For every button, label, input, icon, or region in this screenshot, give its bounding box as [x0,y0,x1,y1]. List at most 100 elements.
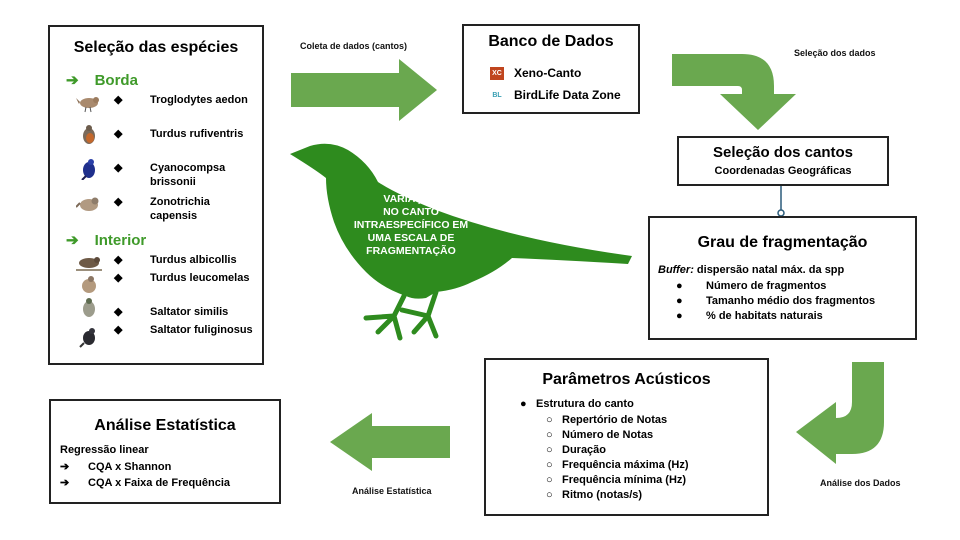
left-arrow-icon [330,413,450,471]
acoustic-sub-text: Frequência mínima (Hz) [562,474,687,486]
acoustic-parameters-box: Parâmetros Acústicos ●Estrutura do canto… [484,358,769,516]
bird-text-line: FRAGMENTAÇÃO [366,245,456,257]
diamond-bullet-icon: ◆ [114,196,123,208]
troglodytes-bird-icon [76,97,99,113]
green-arrow-icon: ➔ [66,72,79,89]
group-interior-label: Interior [94,232,147,249]
acoustic-sub-text: Duração [562,444,607,456]
bent-left-arrow-icon [796,362,884,464]
acoustic-sub-text: Ritmo (notas/s) [562,489,643,501]
fragmentation-item: ●Número de fragmentos [676,280,827,292]
fragmentation-item: ●Tamanho médio dos fragmentos [676,295,876,307]
zonotrichia-bird-icon [76,197,99,211]
bird-text-line: VARIAÇÃO [383,193,439,205]
acoustic-sub-item: ○Número de Notas [546,429,654,441]
species-name: Cyanocompsa brissonii [150,162,226,188]
fragmentation-item-text: % de habitats naturais [706,310,823,322]
species-box-title: Seleção das espécies [73,39,239,56]
analysis-stat-label: Análise Estatística [352,486,432,496]
turdus-leucomelas-bird-icon [82,276,96,293]
green-arrow-icon: ➔ [66,232,79,249]
bent-down-arrow-icon [672,54,796,130]
birdlife-label: BirdLife Data Zone [514,88,621,102]
statistics-item: ➔ CQA x Faixa de Frequência [60,476,230,489]
arrow-right-icon: ➔ [60,477,70,489]
species-item: ◆ Turdus albicollis [114,253,254,267]
collect-data-label: Coleta de dados (cantos) [300,41,408,51]
analysis-data-label: Análise dos Dados [820,478,901,488]
right-arrow-icon [291,59,437,121]
buffer-text: dispersão natal máx. da spp [693,264,845,276]
bird-text-line: NO CANTO [383,206,439,218]
species-item: ◆ Saltator similis [114,305,254,319]
connector-line [777,186,785,217]
acoustic-sub-item: ○Duração [546,444,607,456]
species-item: ◆ Cyanocompsa brissonii [114,161,254,189]
xeno-canto-icon: XC [490,67,504,81]
diamond-bullet-icon: ◆ [114,272,123,284]
database-title: Banco de Dados [488,33,614,50]
diamond-bullet-icon: ◆ [114,94,123,106]
group-borda-label: Borda [94,72,138,89]
acoustic-sub-item: ○Repertório de Notas [546,414,668,426]
fragmentation-title: Grau de fragmentação [697,234,868,251]
song-selection-subtitle: Coordenadas Geográficas [714,165,852,177]
turdus-albicollis-bird-icon [76,257,102,271]
xeno-canto-label: Xeno-Canto [514,66,582,80]
diamond-bullet-icon: ◆ [114,254,123,266]
diamond-bullet-icon: ◆ [114,324,123,336]
fragmentation-box: Grau de fragmentação Buffer: dispersão n… [648,216,917,340]
select-data-label: Seleção dos dados [794,48,876,58]
statistics-item: ➔ CQA x Shannon [60,460,171,473]
species-name: Turdus rufiventris [150,128,244,140]
saltator-fuliginosus-bird-icon [79,328,95,348]
xeno-canto-item: XC Xeno-Canto [490,66,582,81]
species-name: Saltator similis [150,306,229,318]
bird-text-line: UMA ESCALA DE [367,232,455,244]
acoustic-sub-item: ○Frequência mínima (Hz) [546,474,687,486]
acoustic-main-text: Estrutura do canto [536,398,634,410]
diamond-bullet-icon: ◆ [114,306,123,318]
group-interior: ➔ Interior [66,231,146,249]
statistics-item-text: CQA x Shannon [88,461,172,473]
song-selection-box: Seleção dos cantos Coordenadas Geográfic… [677,136,889,186]
buffer-line: Buffer: dispersão natal máx. da spp [658,264,844,276]
acoustic-sub-item: ○Ritmo (notas/s) [546,489,643,501]
acoustic-title: Parâmetros Acústicos [542,371,711,388]
species-name: Turdus leucomelas [150,272,250,284]
turdus-rufiventris-bird-icon [83,125,95,144]
fragmentation-item-text: Tamanho médio dos fragmentos [706,295,876,307]
bird-center-text: VARIAÇÃO NO CANTO INTRAESPECÍFICO EM UMA… [336,193,486,258]
fragmentation-item: ●% de habitats naturais [676,310,823,322]
acoustic-sub-text: Frequência máxima (Hz) [562,459,689,471]
acoustic-sub-text: Número de Notas [562,429,654,441]
species-name: Saltator fuliginosus [150,324,253,336]
statistics-box: Análise Estatística Regressão linear ➔ CQ… [49,399,281,504]
bird-text-line: INTRAESPECÍFICO EM [353,219,469,231]
group-borda: ➔ Borda [66,71,138,89]
saltator-similis-bird-icon [83,298,95,317]
acoustic-main-item: ●Estrutura do canto [520,398,634,410]
diamond-bullet-icon: ◆ [114,128,123,140]
species-item: ◆ Turdus rufiventris [114,127,254,141]
statistics-title: Análise Estatística [94,417,236,434]
species-name: Troglodytes aedon [150,94,248,106]
species-name: Zonotrichia capensis [150,196,210,222]
statistics-item-text: CQA x Faixa de Frequência [88,477,231,489]
fragmentation-item-text: Número de fragmentos [706,280,827,292]
arrow-right-icon: ➔ [60,461,70,473]
statistics-subtitle: Regressão linear [60,444,149,456]
acoustic-sub-text: Repertório de Notas [562,414,668,426]
species-item: ◆ Zonotrichia capensis [114,195,254,223]
species-item: ◆ Saltator fuliginosus [114,323,254,337]
cyanocompsa-bird-icon [81,159,95,180]
species-item: ◆ Troglodytes aedon [114,93,254,107]
species-item: ◆ Turdus leucomelas [114,271,254,285]
song-selection-title: Seleção dos cantos [712,144,854,161]
buffer-label: Buffer: [658,264,694,276]
diamond-bullet-icon: ◆ [114,162,123,174]
species-name: Turdus albicollis [150,254,237,266]
bird-silhouette-icon [290,143,632,341]
